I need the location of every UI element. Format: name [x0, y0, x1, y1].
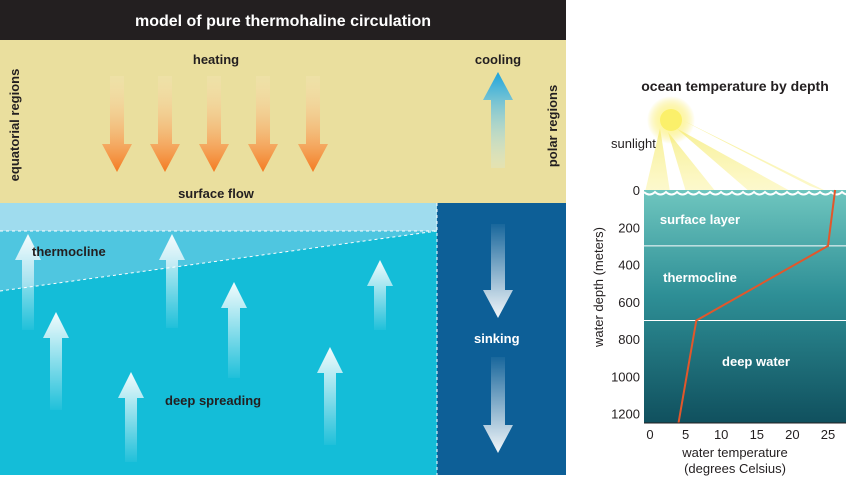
- upwelling-arrow: [15, 234, 41, 330]
- sunlight-ray: [682, 120, 832, 194]
- upwelling-arrow: [317, 347, 343, 445]
- temperature-depth-chart: ocean temperature by depth sunlight surf…: [591, 78, 846, 476]
- cooling-label: cooling: [475, 52, 521, 67]
- sinking-arrow: [483, 224, 513, 318]
- cooling-arrow: [483, 72, 513, 168]
- upwelling-arrow: [118, 372, 144, 462]
- polar-regions-label: polar regions: [545, 85, 560, 167]
- y-tick-label: 800: [618, 332, 640, 347]
- heating-arrows: [102, 76, 328, 172]
- x-axis-ticks: 0 5 10 15 20 25: [646, 427, 835, 442]
- surface-water-region: [0, 203, 437, 231]
- upwelling-arrow: [159, 234, 185, 328]
- sun-icon: [645, 96, 832, 194]
- y-tick-label: 200: [618, 220, 640, 235]
- surface-flow-label: surface flow: [178, 186, 255, 201]
- thermocline-bottom-boundary: [0, 230, 438, 292]
- heating-label: heating: [193, 52, 239, 67]
- x-tick-label: 0: [646, 427, 653, 442]
- y-tick-label: 600: [618, 295, 640, 310]
- sun-disc: [660, 109, 682, 131]
- sunlight-ray: [645, 128, 670, 192]
- heating-arrow: [102, 76, 132, 172]
- y-tick-label: 0: [633, 183, 640, 198]
- y-axis-label: water depth (meters): [591, 227, 606, 348]
- heating-arrow: [248, 76, 278, 172]
- sinking-arrow: [483, 357, 513, 453]
- sinking-label: sinking: [474, 331, 520, 346]
- thermocline-label: thermocline: [32, 244, 106, 259]
- upwelling-arrow: [367, 260, 393, 330]
- thermocline-layer-label: thermocline: [663, 270, 737, 285]
- heating-arrow: [298, 76, 328, 172]
- y-tick-label: 1200: [611, 407, 640, 422]
- title-bar: [0, 0, 566, 40]
- surface-layer-label: surface layer: [660, 212, 740, 227]
- y-axis-ticks: 0 200 400 600 800 1000 1200: [611, 183, 640, 422]
- upwelling-arrow: [43, 312, 69, 410]
- x-axis-label-line1: water temperature: [681, 445, 788, 460]
- sunlight-label: sunlight: [611, 136, 656, 151]
- y-tick-label: 1000: [611, 369, 640, 384]
- deep-water-label: deep water: [722, 354, 790, 369]
- ocean-column: [644, 190, 846, 423]
- heating-arrow: [199, 76, 229, 172]
- x-tick-label: 5: [682, 427, 689, 442]
- x-tick-label: 10: [714, 427, 728, 442]
- ocean-surface-waves: [644, 190, 846, 196]
- atmosphere-region: [0, 40, 566, 203]
- equatorial-regions-label: equatorial regions: [7, 69, 22, 182]
- x-axis-label-line2: (degrees Celsius): [684, 461, 786, 476]
- temperature-profile-line: [677, 189, 837, 424]
- x-tick-label: 25: [821, 427, 835, 442]
- heating-arrow: [150, 76, 180, 172]
- sunlight-ray: [676, 128, 792, 192]
- diagram-title: model of pure thermohaline circulation: [135, 13, 431, 30]
- deep-spreading-label: deep spreading: [165, 393, 261, 408]
- circulation-diagram: model of pure thermohaline circulation: [0, 0, 566, 475]
- sinking-arrows: [483, 224, 513, 453]
- upwelling-arrows: [15, 234, 393, 462]
- upwelling-arrow: [221, 282, 247, 378]
- x-tick-label: 15: [750, 427, 764, 442]
- chart-title: ocean temperature by depth: [641, 78, 829, 94]
- sunlight-ray: [668, 132, 716, 192]
- y-tick-label: 400: [618, 258, 640, 273]
- x-tick-label: 20: [785, 427, 799, 442]
